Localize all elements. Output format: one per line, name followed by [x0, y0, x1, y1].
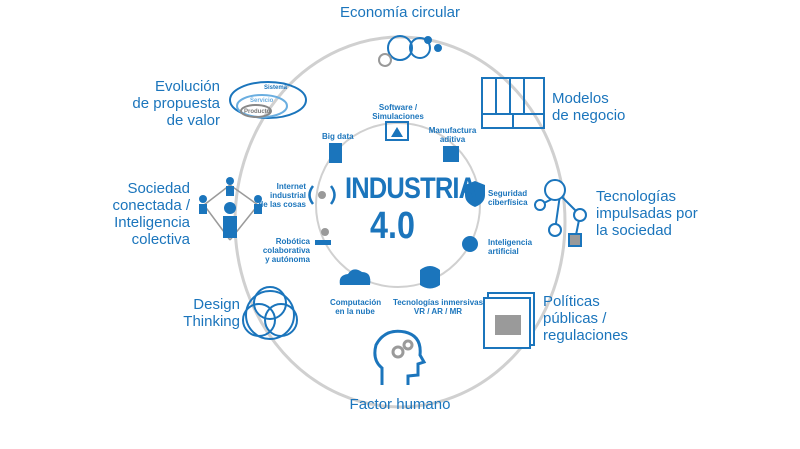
line: Modelos — [552, 90, 609, 107]
line: Inteligencia — [114, 214, 190, 231]
line: colaborativa — [262, 246, 310, 255]
line: artificial — [488, 247, 519, 256]
center-version: 4.0 — [370, 205, 415, 247]
vr-headset-icon — [420, 266, 440, 289]
additive-manufacturing-icon — [443, 146, 459, 162]
line: de valor — [166, 112, 220, 129]
line: y autónoma — [265, 255, 310, 264]
human-head-gears-icon — [373, 329, 427, 385]
oval-servicio: Servicio — [250, 98, 274, 104]
shield-lock-icon — [465, 181, 485, 207]
line: Políticas — [543, 293, 600, 310]
oval-sistema: Sistema — [264, 85, 288, 91]
oval-producto: Producto — [244, 109, 271, 115]
label-factor-humano: Factor humano — [349, 396, 451, 413]
line: Seguridad — [488, 189, 528, 198]
circular-economy-icon — [378, 35, 442, 67]
line: Tecnologías inmersivas — [392, 298, 484, 307]
line: Manufactura — [428, 126, 477, 135]
policy-book-icon — [483, 292, 535, 349]
line: ciberfísica — [488, 198, 528, 207]
label-bigdata: Big data — [322, 132, 354, 141]
line: Sociedad — [127, 180, 190, 197]
line: en la nube — [335, 307, 375, 316]
line: la sociedad — [596, 222, 672, 239]
bigdata-server-icon — [329, 143, 342, 163]
cloud-icon — [339, 269, 371, 285]
software-icon — [385, 121, 409, 141]
line: de propuesta — [132, 95, 220, 112]
line: Internet — [276, 182, 306, 191]
line: Simulaciones — [372, 112, 424, 121]
line: impulsadas por — [596, 205, 698, 222]
venn-diagram-icon — [242, 286, 298, 340]
label-economia-circular: Economía circular — [339, 4, 461, 21]
line: VR / AR / MR — [413, 307, 463, 316]
label-software: Software /Simulaciones — [370, 103, 426, 121]
center-title: INDUSTRIA — [345, 172, 477, 205]
line: de las cosas — [258, 200, 306, 209]
value-proposition-ovals-icon — [229, 81, 307, 119]
line: Design — [193, 296, 240, 313]
line: Computación — [330, 298, 382, 307]
line: Evolución — [154, 78, 220, 95]
iot-signal-icon — [318, 191, 326, 199]
business-model-canvas-icon — [481, 77, 545, 129]
network-icon — [534, 179, 587, 247]
ai-brain-icon — [462, 236, 478, 252]
robot-arm-icon — [315, 240, 331, 245]
line: aditiva — [439, 135, 466, 144]
line: Robótica — [275, 237, 310, 246]
inner-icons — [308, 121, 485, 289]
connected-people-icon — [199, 177, 262, 241]
line: Thinking — [183, 313, 240, 330]
line: colectiva — [131, 231, 190, 248]
line: públicas / — [543, 310, 607, 327]
line: industrial — [269, 191, 306, 200]
line: Inteligencia — [488, 238, 533, 247]
line: Software / — [378, 103, 418, 112]
line: Tecnologías — [596, 188, 677, 205]
line: de negocio — [552, 107, 626, 124]
line: regulaciones — [543, 327, 629, 344]
line: conectada / — [112, 197, 190, 214]
